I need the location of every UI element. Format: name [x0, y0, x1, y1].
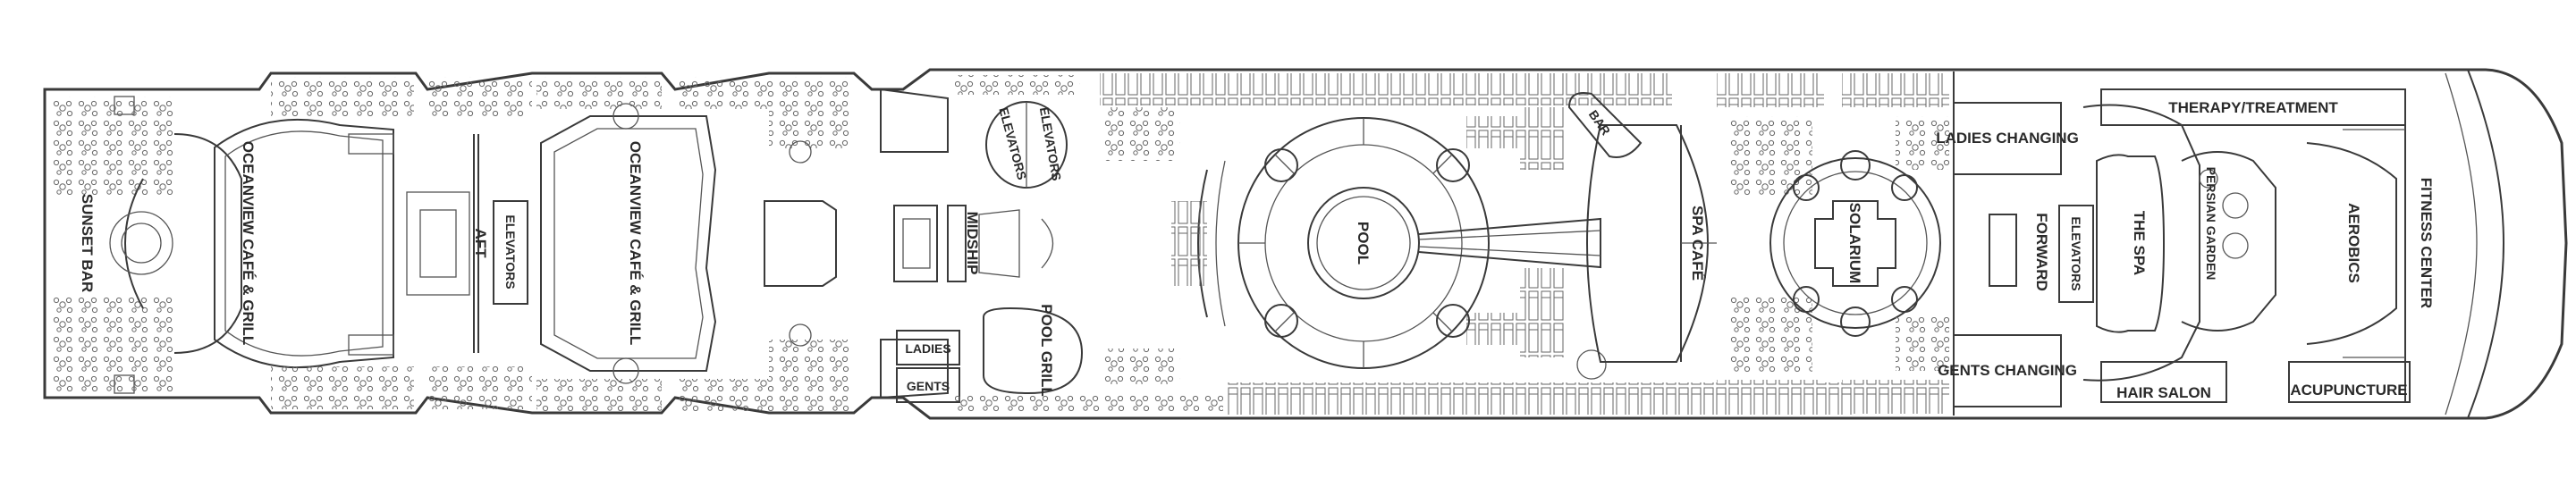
sunset-bar-counter — [124, 178, 144, 309]
gents-restroom — [896, 367, 960, 403]
fitness-center-label: FITNESS CENTER — [2418, 178, 2435, 308]
ladies-label: LADIES — [905, 341, 950, 356]
bow-rail-inner — [2445, 72, 2478, 416]
aft-elevators-box — [493, 200, 528, 305]
midship-label: MIDSHIP — [964, 212, 981, 275]
pool-rays — [1238, 118, 1453, 368]
pool-walkway — [1418, 217, 1601, 269]
aft-cafe-seating-bottom — [271, 366, 414, 409]
pool-label: POOL — [1355, 222, 1372, 264]
midship-divider — [947, 205, 967, 282]
oceanview-mid-label: OCEANVIEW CAFÉ & GRILL — [627, 141, 644, 346]
ladies-restroom — [896, 330, 960, 365]
solarium-pool — [1814, 200, 1896, 287]
main-pool — [1307, 187, 1420, 299]
solarium-ring — [1769, 157, 1941, 329]
forward-label: FORWARD — [2033, 213, 2050, 291]
therapy-treatment-label: THERAPY/TREATMENT — [2168, 99, 2338, 116]
bow-rail — [2467, 69, 2505, 419]
acupuncture-room — [2288, 361, 2411, 403]
pool-bar — [1567, 92, 1643, 158]
solarium-label: SOLARIUM — [1846, 203, 1863, 284]
the-spa-room — [2096, 154, 2166, 333]
hull-outline — [43, 68, 2568, 420]
loungers-top-row — [1100, 73, 1672, 105]
oceanview-aft-room — [214, 118, 394, 369]
pool-loungers-left — [1171, 201, 1207, 286]
aft-elevators-label: ELEVATORS — [503, 214, 518, 289]
gents-label: GENTS — [907, 379, 950, 393]
forward-elevators-label: ELEVATORS — [2069, 216, 2083, 290]
oceanview-mid-room — [540, 115, 717, 372]
acupuncture-label: ACUPUNCTURE — [2290, 382, 2407, 399]
aft-label: AFT — [472, 228, 489, 258]
pool-grill-room — [983, 306, 1084, 395]
ladies-changing-label: LADIES CHANGING — [1936, 130, 2079, 147]
aerobics-label: AEROBICS — [2345, 203, 2362, 283]
gents-changing-label: GENTS CHANGING — [1938, 362, 2077, 379]
aft-cafe-seating-top — [271, 77, 414, 120]
oceanview-aft-label: OCEANVIEW CAFÉ & GRILL — [240, 141, 257, 346]
the-spa-label: THE SPA — [2131, 211, 2148, 275]
spa-cafe-structure — [1586, 124, 1710, 363]
pool-grill-label: POOL GRILL — [1038, 304, 1055, 397]
sunset-bar-label: SUNSET BAR — [79, 194, 96, 293]
hair-salon-label: HAIR SALON — [2116, 384, 2211, 401]
spa-cafe-label: SPA CAFÉ — [1689, 206, 1706, 281]
persian-garden-label: PERSIAN GARDEN — [2204, 167, 2218, 281]
persian-garden-room — [2181, 151, 2276, 332]
hair-salon-room — [2100, 361, 2227, 403]
forward-elevators-box — [2058, 205, 2094, 303]
